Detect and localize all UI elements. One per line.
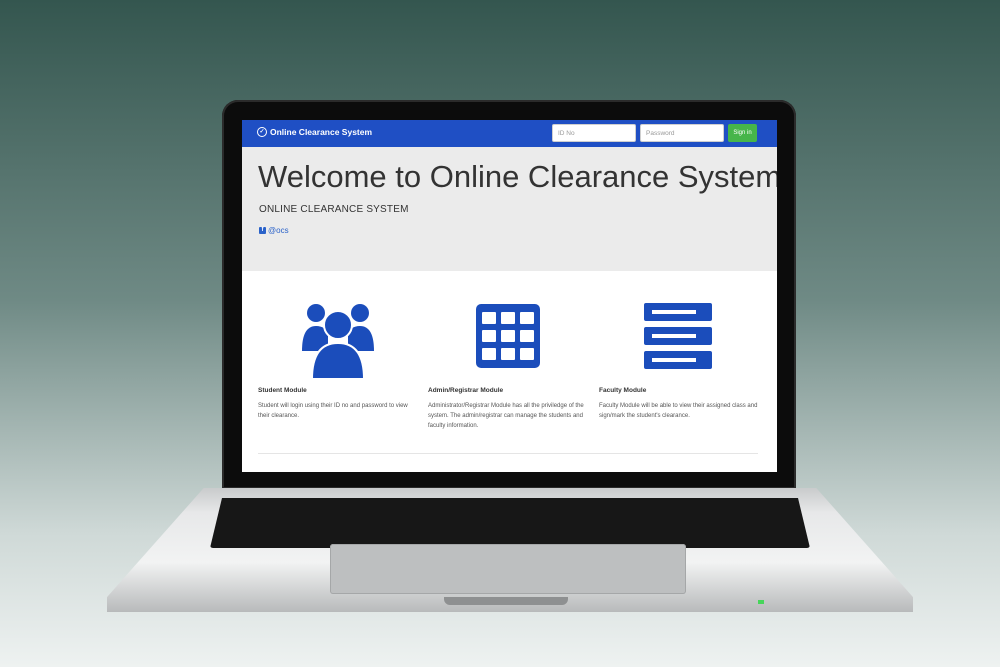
laptop-notch — [444, 597, 568, 605]
laptop-keyboard — [210, 498, 810, 548]
section-divider — [258, 453, 758, 454]
sign-in-button[interactable]: Sign in — [728, 124, 757, 142]
module-title: Admin/Registrar Module — [428, 387, 504, 394]
page-subtitle: ONLINE CLEARANCE SYSTEM — [259, 204, 409, 215]
module-title: Student Module — [258, 387, 307, 394]
brand-label: Online Clearance System — [270, 127, 373, 137]
facebook-link[interactable]: f @ocs — [259, 226, 289, 235]
navbar: ✓ Online Clearance System ID No Password… — [242, 120, 777, 147]
module-title: Faculty Module — [599, 387, 647, 394]
check-circle-icon: ✓ — [257, 127, 267, 137]
laptop-screen: ✓ Online Clearance System ID No Password… — [242, 120, 777, 472]
server-icon — [644, 303, 712, 369]
grid-icon — [476, 304, 540, 368]
brand-link[interactable]: ✓ Online Clearance System — [257, 127, 372, 137]
module-description: Faculty Module will be able to view thei… — [599, 403, 758, 419]
jumbotron: Welcome to Online Clearance System ONLIN… — [242, 147, 777, 271]
module-description: Administrator/Registrar Module has all t… — [428, 403, 584, 429]
users-icon — [302, 304, 374, 380]
power-led — [758, 600, 764, 604]
facebook-icon: f — [259, 227, 266, 234]
laptop-trackpad — [330, 544, 686, 594]
password-input[interactable]: Password — [640, 124, 724, 142]
facebook-handle: @ocs — [268, 226, 289, 235]
module-description: Student will login using their ID no and… — [258, 403, 408, 419]
id-number-input[interactable]: ID No — [552, 124, 636, 142]
page-title: Welcome to Online Clearance System — [258, 159, 777, 194]
